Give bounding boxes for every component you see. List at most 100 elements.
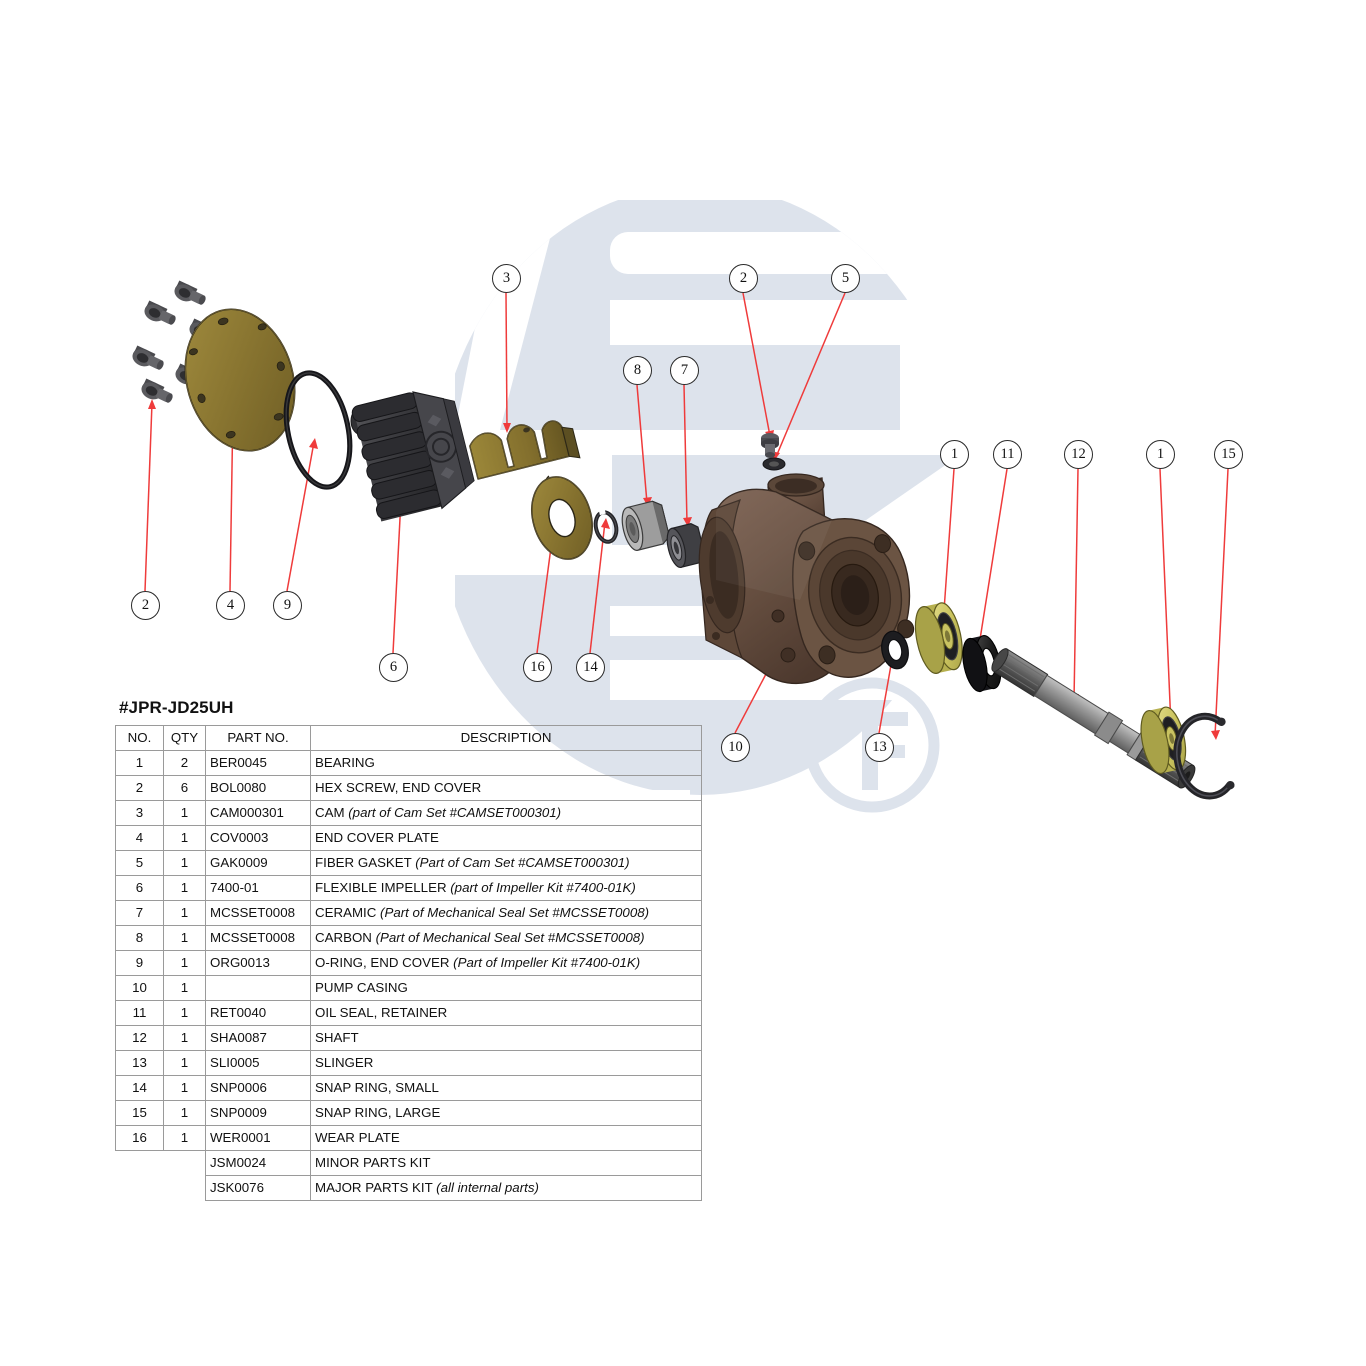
balloon-3[interactable]: 3 — [492, 264, 521, 293]
cell-no: 14 — [115, 1075, 164, 1101]
cell-part-no: WER0001 — [205, 1125, 311, 1151]
table-header-row: NO. QTY PART NO. DESCRIPTION — [115, 725, 702, 751]
balloon-8[interactable]: 8 — [623, 356, 652, 385]
cell-qty: 1 — [163, 800, 206, 826]
cell-part-no: GAK0009 — [205, 850, 311, 876]
cell-qty: 1 — [163, 1075, 206, 1101]
cell-qty: 1 — [163, 850, 206, 876]
cell-description: FIBER GASKET (Part of Cam Set #CAMSET000… — [310, 850, 702, 876]
cell-description: CAM (part of Cam Set #CAMSET000301) — [310, 800, 702, 826]
cell-qty: 6 — [163, 775, 206, 801]
cell-no — [116, 1151, 164, 1176]
cell-qty: 1 — [163, 1025, 206, 1051]
cam — [469, 420, 581, 480]
page-title: #JPR-JD25UH — [119, 698, 234, 717]
cell-qty: 1 — [163, 875, 206, 901]
balloon-15[interactable]: 15 — [1214, 440, 1243, 469]
cell-no: 6 — [115, 875, 164, 901]
header-qty: QTY — [163, 725, 206, 751]
oil-seal-retainer — [962, 635, 1002, 693]
cell-qty: 1 — [163, 975, 206, 1001]
flexible-impeller — [351, 391, 475, 522]
cell-description: CARBON (Part of Mechanical Seal Set #MCS… — [310, 925, 702, 951]
snap-ring-large — [1173, 712, 1235, 800]
cell-no: 7 — [115, 900, 164, 926]
balloon-1-left[interactable]: 1 — [940, 440, 969, 469]
balloon-14[interactable]: 14 — [576, 653, 605, 682]
cell-qty: 1 — [163, 900, 206, 926]
cell-description: END COVER PLATE — [310, 825, 702, 851]
balloon-5[interactable]: 5 — [831, 264, 860, 293]
hex-screw-casing — [761, 433, 779, 458]
cell-description-note: (Part of Mechanical Seal Set #MCSSET0008… — [380, 905, 650, 921]
balloon-2-right[interactable]: 2 — [729, 264, 758, 293]
cell-qty — [164, 1176, 206, 1201]
balloon-9[interactable]: 9 — [273, 591, 302, 620]
cell-no: 9 — [115, 950, 164, 976]
ceramic-seal — [666, 523, 706, 569]
balloon-4[interactable]: 4 — [216, 591, 245, 620]
cell-description-note: (Part of Cam Set #CAMSET000301) — [415, 855, 630, 871]
cell-no — [116, 1176, 164, 1201]
balloon-12[interactable]: 12 — [1064, 440, 1093, 469]
balloon-1-right[interactable]: 1 — [1146, 440, 1175, 469]
cell-no: 13 — [115, 1050, 164, 1076]
parts-list-block: #JPR-JD25UH NO. QTY PART NO. DESCRIPTION… — [115, 698, 705, 1201]
cell-no: 1 — [115, 750, 164, 776]
cell-description: HEX SCREW, END COVER — [310, 775, 702, 801]
balloon-7[interactable]: 7 — [670, 356, 699, 385]
wear-plate — [531, 475, 593, 560]
header-description: DESCRIPTION — [310, 725, 702, 751]
pump-casing — [698, 473, 915, 685]
cell-part-no: MCSSET0008 — [205, 925, 311, 951]
cell-no: 11 — [115, 1000, 164, 1026]
cell-description: FLEXIBLE IMPELLER (part of Impeller Kit … — [310, 875, 702, 901]
cell-qty: 1 — [163, 1000, 206, 1026]
cell-description: BEARING — [310, 750, 702, 776]
cell-description: MAJOR PARTS KIT (all internal parts) — [310, 1175, 702, 1201]
balloon-16[interactable]: 16 — [523, 653, 552, 682]
cell-no: 5 — [115, 850, 164, 876]
carbon-seal — [621, 500, 670, 551]
cell-description-note: (Part of Mechanical Seal Set #MCSSET0008… — [375, 930, 645, 946]
balloon-13[interactable]: 13 — [865, 733, 894, 762]
cell-no: 12 — [115, 1025, 164, 1051]
cell-part-no: SLI0005 — [205, 1050, 311, 1076]
cell-no: 2 — [115, 775, 164, 801]
header-part: PART NO. — [205, 725, 311, 751]
cell-part-no: BOL0080 — [205, 775, 311, 801]
balloon-2-left[interactable]: 2 — [131, 591, 160, 620]
cell-qty: 1 — [163, 1050, 206, 1076]
cell-no: 16 — [115, 1125, 164, 1151]
cell-description-note: (part of Impeller Kit #7400-01K) — [450, 880, 636, 896]
cell-qty: 1 — [163, 1125, 206, 1151]
cell-description: CERAMIC (Part of Mechanical Seal Set #MC… — [310, 900, 702, 926]
cell-description-note: (all internal parts) — [436, 1180, 539, 1196]
balloon-10[interactable]: 10 — [721, 733, 750, 762]
cell-description: SHAFT — [310, 1025, 702, 1051]
cell-description: O-RING, END COVER (Part of Impeller Kit … — [310, 950, 702, 976]
cell-part-no: MCSSET0008 — [205, 900, 311, 926]
bearing-inner — [914, 602, 963, 674]
balloon-6[interactable]: 6 — [379, 653, 408, 682]
cell-qty — [164, 1151, 206, 1176]
cell-part-no: SNP0009 — [205, 1100, 311, 1126]
cell-description-note: (Part of Impeller Kit #7400-01K) — [453, 955, 641, 971]
balloon-11[interactable]: 11 — [993, 440, 1022, 469]
cell-part-no: CAM000301 — [205, 800, 311, 826]
cell-qty: 1 — [163, 825, 206, 851]
cell-part-no: RET0040 — [205, 1000, 311, 1026]
